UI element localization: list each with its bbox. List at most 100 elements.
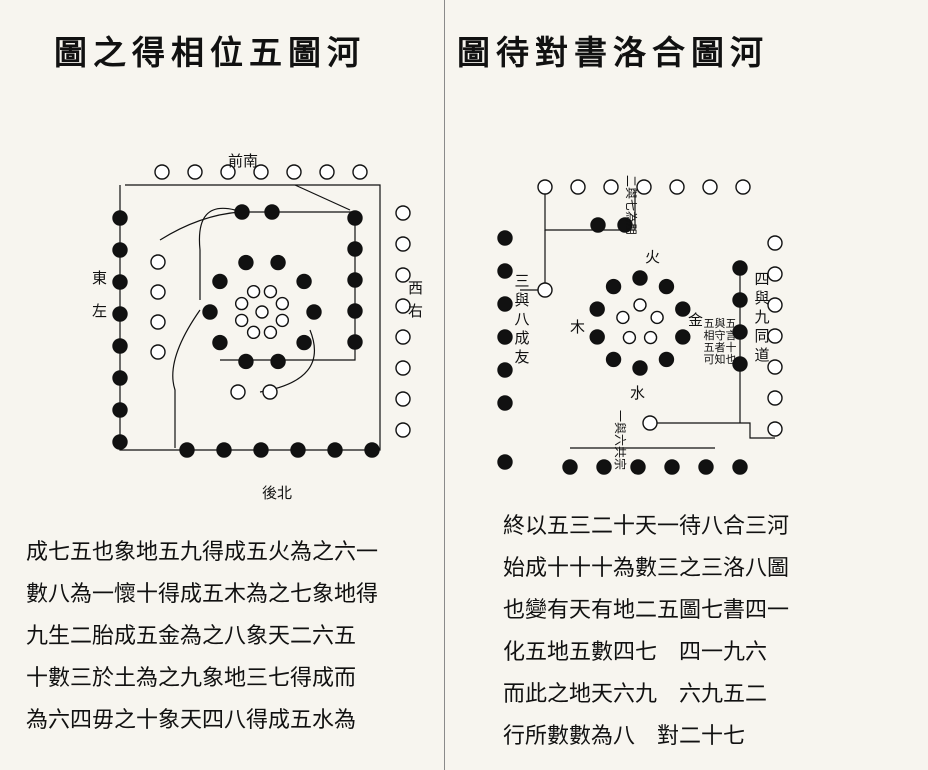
yin-dot [675,329,691,345]
label-three-eight: 三與八成友 [514,272,530,366]
yin-dot [327,442,343,458]
yin-dot [238,353,254,370]
yang-dot [570,179,586,195]
yin-dot [238,254,254,271]
yang-dot [262,384,278,400]
yin-dot [605,278,622,295]
yin-dot [212,273,228,290]
yang-dot [669,179,685,195]
left-title: 圖之得相位五圖河 [54,33,366,72]
yang-dot [255,305,269,319]
label-water: 水 [630,384,645,402]
left-text-line: 十數三於土為之九象地三七得成而 [26,666,357,691]
yin-dot [296,334,312,351]
yang-dot [395,329,411,345]
yang-dot [395,391,411,407]
yang-dot [253,164,269,180]
yin-dot [497,454,513,470]
yin-dot [664,459,680,475]
yang-dot [537,282,553,298]
label-one-six: 一與六共宗 [613,410,628,470]
yin-dot [347,303,363,319]
yin-dot [347,210,363,226]
yang-dot [395,236,411,252]
yang-dot [234,313,249,328]
left-text-line: 數八為一懷十得成五木為之七象地得 [26,582,379,607]
yin-dot [296,273,312,290]
yang-dot [263,325,278,340]
yang-dot [150,254,166,270]
yin-dot [270,254,286,271]
yang-dot [154,164,170,180]
right-text-line: 終以五三二十天一待八合三河 [503,514,790,539]
yin-dot [179,442,195,458]
yang-dot [352,164,368,180]
luoshu-diagram: 火 木 金 水 二與七為朋 一與六共宗 [497,175,783,475]
yang-dot [633,298,647,312]
yang-dot [150,284,166,300]
yang-dot [220,164,236,180]
right-text-line: 也變有天有地二五圖七書四一 [503,598,790,623]
yang-dot [395,205,411,221]
yin-dot [605,351,622,368]
yang-dot [187,164,203,180]
yang-dot [395,267,411,283]
yang-dot [603,179,619,195]
yang-dot [150,344,166,360]
yin-dot [270,353,286,370]
page-fold-divider [444,0,445,770]
yin-dot [632,360,648,376]
yang-dot [150,314,166,330]
yang-dot [735,179,751,195]
yin-dot [347,272,363,288]
yin-dot [497,296,513,312]
yin-dot [112,210,128,226]
label-four-nine: 四與九同道 [754,270,770,364]
yin-dot [306,304,322,320]
label-wood: 木 [570,318,585,336]
yin-dot [216,442,232,458]
label-left: 左 [92,302,107,320]
yang-dot [230,384,246,400]
yin-dot [658,351,675,368]
yin-dot [112,242,128,258]
yin-dot [596,459,612,475]
right-title: 圖待對書洛合圖河 [457,33,769,72]
hetu-diagram: 前南 後北 東 左 西 右 [92,152,423,502]
yang-dot [622,330,637,345]
yin-dot [212,334,228,351]
yang-dot [767,297,783,313]
left-text-line: 九生二胎成五金為之八象天二六五 [26,624,357,649]
yin-dot [347,241,363,257]
yin-dot [264,204,280,220]
label-metal: 金 [688,311,703,329]
yang-dot [275,313,290,328]
yin-dot [675,301,691,317]
yin-dot [497,395,513,411]
right-text-line: 始成十十十為數三之三洛八圖 [503,556,790,581]
yang-dot [234,296,249,311]
yang-dot [767,390,783,406]
label-five-five: 五與五相守言五者十可知也 [703,317,737,366]
yang-dot [642,415,658,431]
label-right: 右 [408,302,423,320]
yin-dot [253,442,269,458]
yang-dot [395,422,411,438]
yin-dot [658,278,675,295]
label-east: 東 [92,269,107,287]
yin-dot [732,292,748,308]
yin-dot [112,306,128,322]
right-text: 終以五三二十天一待八合三河 始成十十十為數三之三洛八圖 也變有天有地二五圖七書四… [503,512,789,752]
yin-dot [497,263,513,279]
yang-dot [650,310,664,325]
yang-dot [767,266,783,282]
yang-dot [395,360,411,376]
yin-dot [497,329,513,345]
yang-dot [636,179,652,195]
yang-dot [275,296,290,311]
right-text-line: 而此之地天六九 六九五二 [503,682,768,707]
yin-dot [732,459,748,475]
yang-dot [395,298,411,314]
